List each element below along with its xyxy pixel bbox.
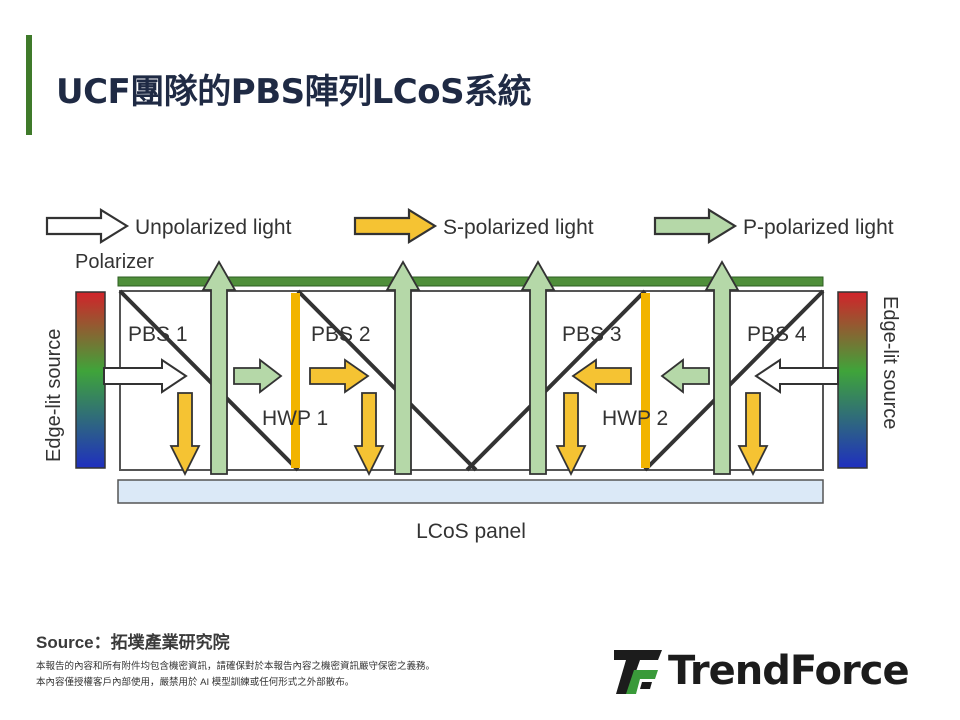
pbs2-label: PBS 2 (311, 323, 371, 346)
slide-title: UCF團隊的PBS陣列LCoS系統 (56, 72, 532, 112)
legend-unpolarized-label: Unpolarized light (135, 216, 292, 239)
p-up-arrow-1 (201, 260, 237, 475)
hwp1-label: HWP 1 (262, 407, 328, 430)
pbs3-diagonal (465, 289, 647, 472)
polarizer-label: Polarizer (75, 251, 154, 273)
hwp2-plate (641, 293, 650, 468)
accent-bar (26, 35, 32, 135)
source-line: Source：拓墣產業研究院 (36, 633, 230, 652)
trendforce-logo: TrendForce (612, 648, 932, 696)
s-horizontal-arrow-2 (571, 358, 632, 394)
edge-lit-label-left: Edge-lit source (43, 329, 65, 462)
unpolarized-legend-arrow (45, 208, 130, 244)
polarizer-bar (117, 276, 824, 287)
p-up-arrow-4 (704, 260, 740, 475)
pbs4-label: PBS 4 (747, 323, 807, 346)
confidential-note-line2: 本內容僅授權客戶內部使用，嚴禁用於 AI 模型訓練或任何形式之外部散布。 (36, 677, 355, 688)
s-horizontal-arrow-1 (309, 358, 370, 394)
pbs4-diagonal (643, 289, 825, 472)
pbs3-label: PBS 3 (562, 323, 622, 346)
s-down-arrow-1 (169, 392, 201, 477)
hwp2-label: HWP 2 (602, 407, 668, 430)
legend-s-polarized-label: S-polarized light (443, 216, 594, 239)
p-polarized-legend-arrow (653, 208, 738, 244)
s-down-arrow-3 (555, 392, 587, 477)
lcos-panel (117, 479, 824, 504)
pbs2-diagonal (296, 289, 478, 472)
trendforce-logo-mark (614, 650, 662, 694)
trendforce-logo-text: TrendForce (668, 648, 910, 694)
edge-lit-label-right: Edge-lit source (879, 296, 901, 429)
confidential-note-line1: 本報告的內容和所有附件均包含機密資訊，請確保對於本報告內容之機密資訊嚴守保密之義… (36, 661, 436, 672)
unpolarized-input-arrow-left (103, 358, 188, 394)
edge-lit-source-left (75, 291, 106, 469)
p-up-arrow-3 (520, 260, 556, 475)
legend-p-polarized-label: P-polarized light (743, 216, 894, 239)
unpolarized-input-arrow-right (754, 358, 839, 394)
s-down-arrow-4 (737, 392, 769, 477)
s-down-arrow-2 (353, 392, 385, 477)
p-up-arrow-2 (385, 260, 421, 475)
p-horizontal-arrow-1 (233, 358, 283, 394)
pbs1-label: PBS 1 (128, 323, 188, 346)
pbs1-diagonal (118, 289, 300, 472)
s-polarized-legend-arrow (353, 208, 438, 244)
hwp1-plate (291, 293, 300, 468)
edge-lit-source-right (837, 291, 868, 469)
p-horizontal-arrow-2 (660, 358, 710, 394)
lcos-panel-label: LCoS panel (416, 520, 526, 543)
